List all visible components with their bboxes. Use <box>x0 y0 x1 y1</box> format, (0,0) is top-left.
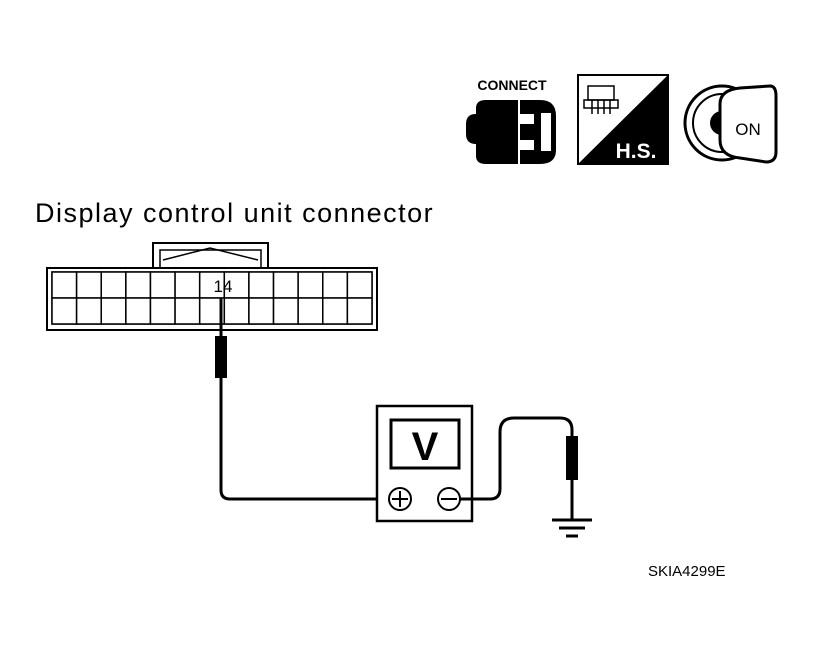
connector-pin-cell <box>223 271 250 299</box>
connector-pin-cell <box>75 297 102 325</box>
connector-pin-cell <box>75 271 102 299</box>
connector-pin-cell <box>100 271 127 299</box>
connector-pin-cell <box>322 271 349 299</box>
connector-pin-cell <box>174 297 201 325</box>
hs-label: H.S. <box>616 140 657 163</box>
ground-icon <box>552 518 592 538</box>
connector-pin-grid <box>51 271 373 325</box>
harness-signal-icon: H.S. <box>577 74 669 165</box>
connector-pin-cell <box>297 297 324 325</box>
positive-probe <box>215 298 388 501</box>
connector-pin-cell <box>346 271 373 299</box>
connector-pin-cell <box>51 271 78 299</box>
connector-pin-cell <box>346 297 373 325</box>
voltmeter: V <box>375 404 474 523</box>
ignition-on-icon: ON <box>683 84 778 164</box>
connector-pin-cell <box>272 271 299 299</box>
connector-pin-cell <box>149 271 176 299</box>
negative-probe <box>460 416 578 520</box>
connect-icon: CONNECT <box>466 77 556 164</box>
connector-pin-cell <box>174 271 201 299</box>
connector-pin-cell <box>297 271 324 299</box>
connector-pin-cell <box>149 297 176 325</box>
connector-pin-cell <box>125 297 152 325</box>
ignition-on-label: ON <box>735 120 761 139</box>
connector-pin-cell <box>248 297 275 325</box>
connect-label: CONNECT <box>477 77 547 93</box>
connector-pin-cell <box>100 297 127 325</box>
plus-terminal-icon <box>388 487 412 511</box>
connector-pin-cell <box>272 297 299 325</box>
minus-terminal-icon <box>437 487 461 511</box>
reference-code: SKIA4299E <box>648 563 726 580</box>
connector-pin-cell <box>51 297 78 325</box>
diagram-title: Display control unit connector <box>35 198 434 228</box>
connector-housing: 14 <box>46 242 378 331</box>
connector-pin-cell <box>223 297 250 325</box>
connector-pin-cell <box>248 271 275 299</box>
connector-pin-cell <box>125 271 152 299</box>
pin-14-label: 14 <box>214 277 233 296</box>
voltmeter-label: V <box>412 425 439 469</box>
connector-pin-cell <box>322 297 349 325</box>
